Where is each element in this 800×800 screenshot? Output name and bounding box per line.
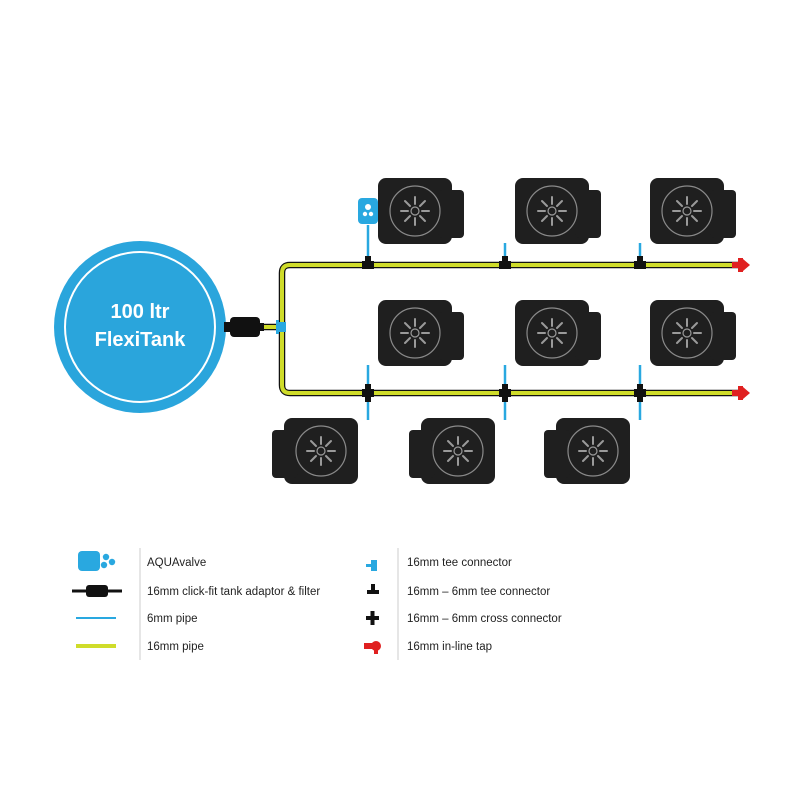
pot-unit [543, 417, 631, 485]
legend-tee-connector-16-6mm-icon [367, 584, 379, 594]
pot-row-bottom [271, 417, 631, 485]
pot-unit [377, 177, 465, 245]
tee-connectors-16-6mm [362, 256, 646, 269]
pot-row-top [377, 177, 737, 245]
legend-tee-connector-16mm-icon [366, 560, 377, 571]
legend-label-inline-tap: 16mm in-line tap [407, 641, 492, 653]
pot-unit [514, 299, 602, 367]
legend-cross-connector-icon [366, 611, 379, 625]
pot-unit [271, 417, 359, 485]
tank-label-name: FlexiTank [95, 329, 187, 351]
legend-label-pipe-16mm: 16mm pipe [147, 641, 204, 653]
aquavalve-icon [358, 198, 378, 224]
legend-aquavalve-icon [78, 551, 116, 571]
tee-connector-16mm [276, 320, 286, 334]
legend: AQUAvalve 16mm click-fit tank adaptor & … [72, 548, 562, 660]
legend-label-tee-16-6mm: 16mm – 6mm tee connector [407, 586, 550, 598]
pot-unit [408, 417, 496, 485]
cross-connectors [362, 384, 646, 402]
legend-label-cross-connector: 16mm – 6mm cross connector [407, 613, 562, 625]
pot-unit [514, 177, 602, 245]
pot-unit [649, 299, 737, 367]
pot-unit [649, 177, 737, 245]
legend-label-aquavalve: AQUAvalve [147, 557, 206, 569]
inline-taps [732, 258, 750, 400]
pot-unit [377, 299, 465, 367]
pot-row-middle [377, 299, 737, 367]
flexitank: 100 ltr FlexiTank [54, 241, 226, 413]
tank-label-capacity: 100 ltr [111, 301, 170, 323]
legend-label-pipe-6mm: 6mm pipe [147, 613, 198, 625]
tank-adaptor-filter [224, 317, 264, 337]
legend-label-tank-adaptor: 16mm click-fit tank adaptor & filter [147, 586, 320, 598]
legend-tank-adaptor-filter-icon [72, 585, 122, 597]
legend-inline-tap-icon [364, 641, 381, 654]
legend-label-tee-16mm: 16mm tee connector [407, 557, 512, 569]
